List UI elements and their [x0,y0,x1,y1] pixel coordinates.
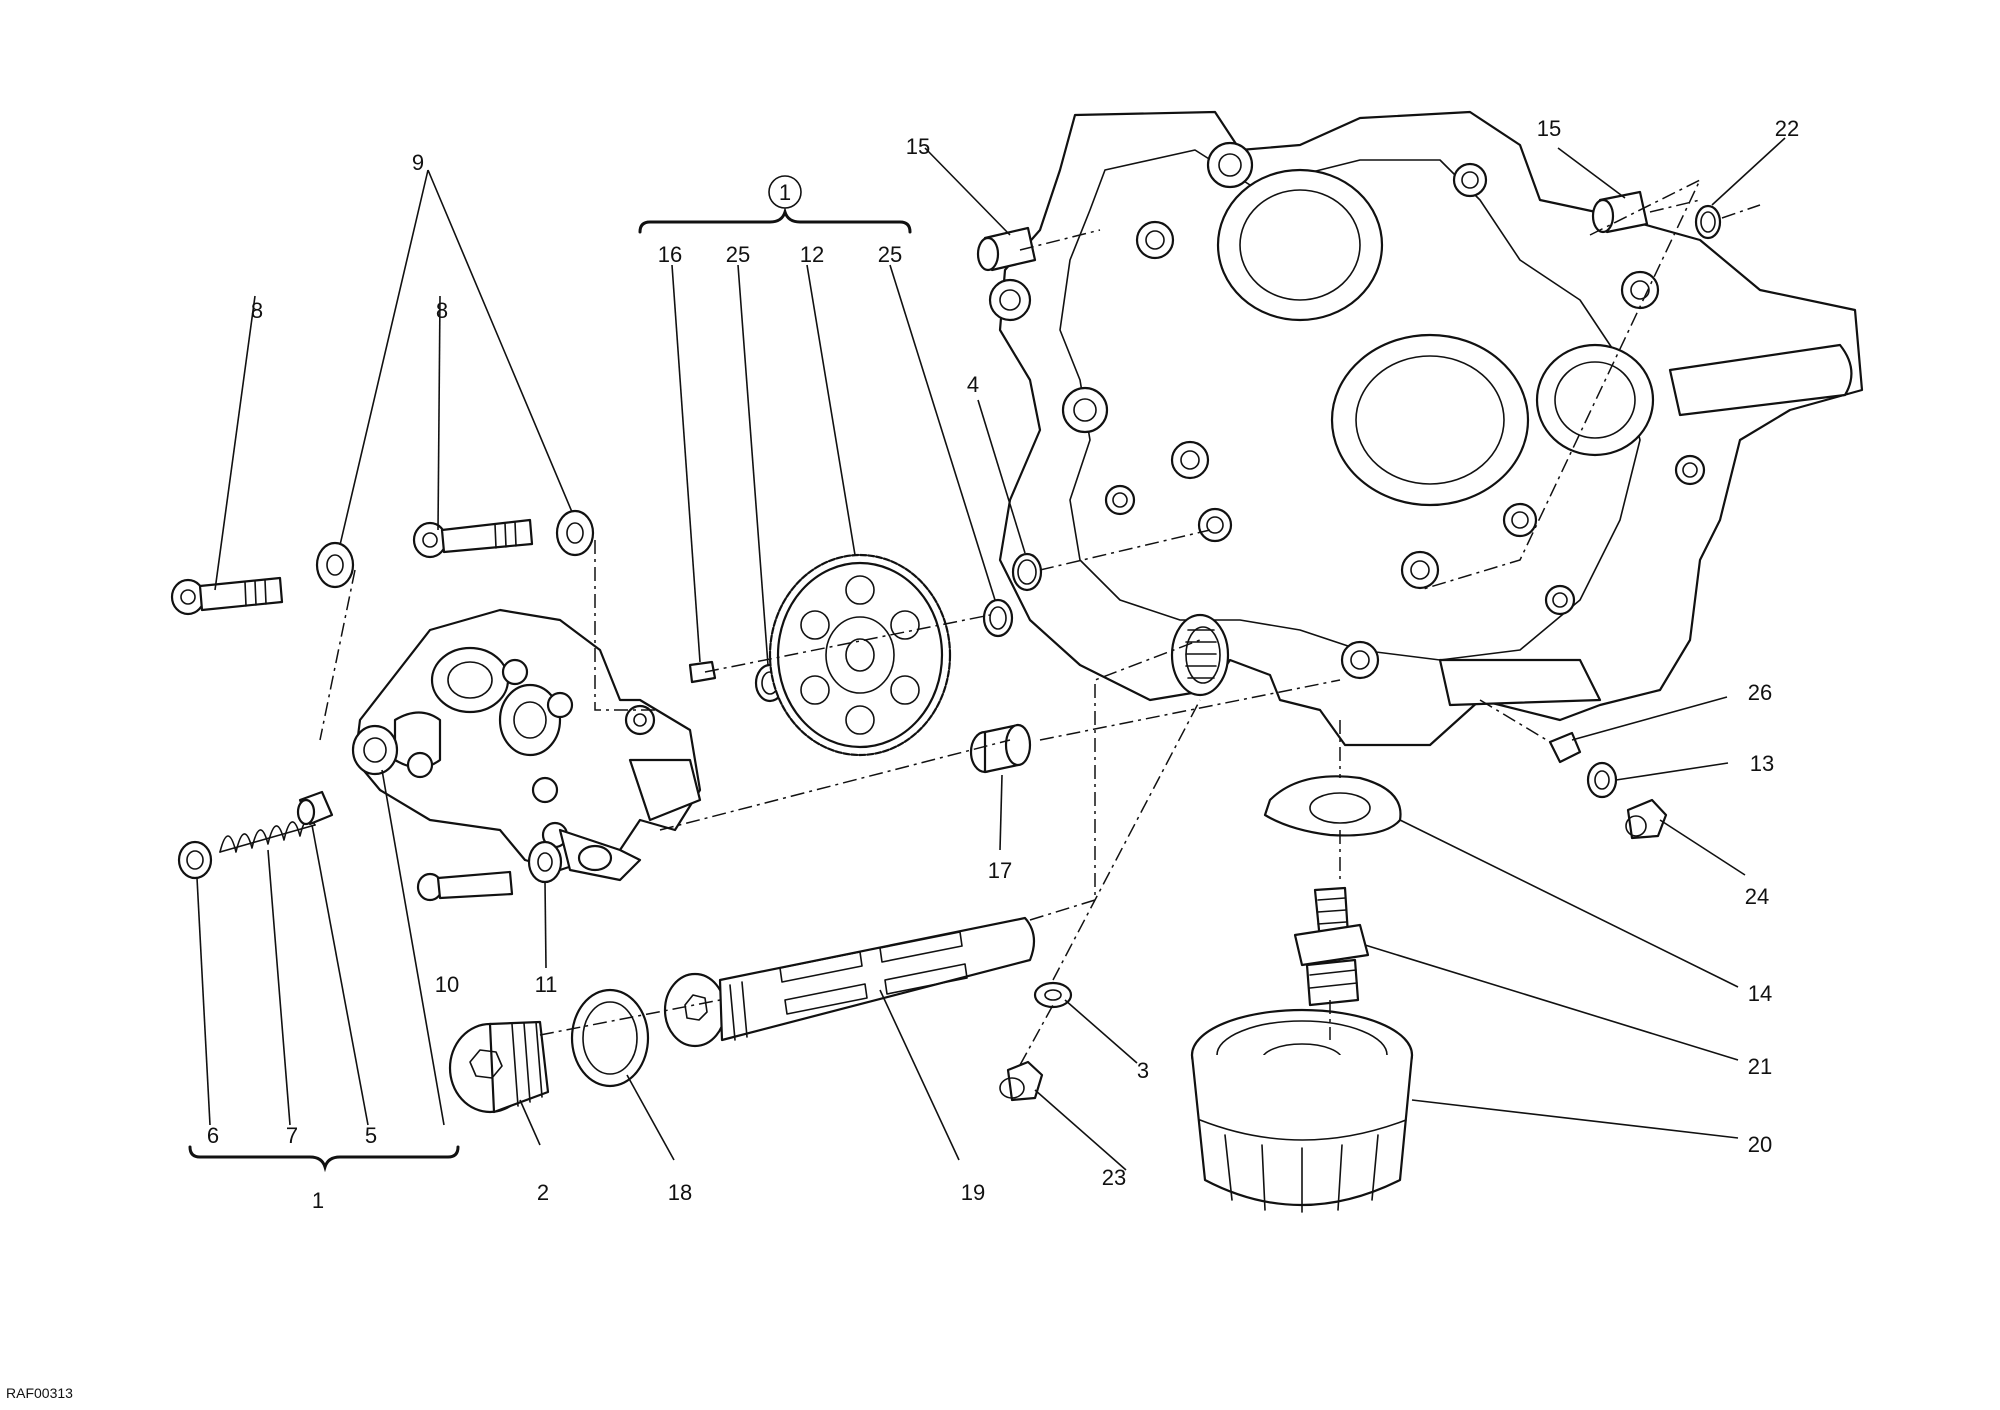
drawing-reference-code: RAF00313 [6,1385,73,1401]
callout-labels: 1 2 3 4 5 6 7 8 8 9 10 11 12 13 14 15 15… [207,116,1799,1213]
kit-marker-circle [768,175,802,209]
callout-10: 10 [435,972,459,997]
assembly-lines [319,178,1761,1066]
callout-23: 23 [1102,1165,1126,1190]
oil-filter [1190,1008,1414,1213]
callout-22: 22 [1775,116,1799,141]
callout-9: 9 [412,150,424,175]
drain-plug [448,1020,550,1114]
relief-valve-plunger [296,790,334,826]
callout-19: 19 [961,1180,985,1205]
relief-valve-spring [219,818,316,853]
callout-24: 24 [1745,884,1769,909]
lower-pump-washer [527,840,563,884]
kit-bracket: 1 [638,175,912,234]
banjo-screw [1625,798,1668,840]
pump-washer-left [315,541,355,589]
callout-12: 12 [800,242,824,267]
callout-20: 20 [1748,1132,1772,1157]
drain-plug-seal [570,988,650,1088]
callout-13: 13 [1750,751,1774,776]
filter-gasket [1263,775,1402,837]
callout-3: 3 [1137,1058,1149,1083]
plug-washer [1586,761,1618,799]
plug-screw [999,1060,1044,1102]
dowel-left [976,226,1037,272]
callout-16: 16 [658,242,682,267]
filter-nipple [1293,886,1370,1007]
kit-marker-label: 1 [779,180,791,205]
dowel-right [1591,190,1649,234]
pump-assembly-bracket [188,1145,460,1173]
pump-washer-right [555,509,595,557]
callout-18: 18 [668,1180,692,1205]
callout-21: 21 [1748,1054,1772,1079]
crankcase-half [988,110,1864,747]
callout-25-left: 25 [726,242,750,267]
callout-2: 2 [537,1180,549,1205]
pump-bolt-left [170,576,284,616]
sealing-washer [1033,981,1073,1009]
callout-6: 6 [207,1123,219,1148]
relief-valve-cap [177,840,213,880]
callout-26: 26 [1748,680,1772,705]
callout-1: 1 [312,1188,324,1213]
callout-8-left: 8 [251,298,263,323]
callout-14: 14 [1748,981,1772,1006]
jet-plug [1548,731,1582,764]
callout-5: 5 [365,1123,377,1148]
oring-crankcase [1011,552,1043,592]
gear-drive-key [688,660,717,684]
pump-bushing [969,723,1032,774]
callout-7: 7 [286,1123,298,1148]
pump-bolt-right [412,518,534,559]
oring-top-right [1694,204,1722,240]
callout-15-left: 15 [906,134,930,159]
leader-lines [196,137,1786,1171]
callout-25-right: 25 [878,242,902,267]
callout-11: 11 [535,972,558,997]
oil-pump-body [351,608,702,882]
callout-15-right: 15 [1537,116,1561,141]
lower-pump-bolt [416,870,514,902]
gear-circlip-right [982,598,1014,638]
callout-8-right: 8 [436,298,448,323]
callout-17: 17 [988,858,1012,883]
oil-strainer [663,916,1036,1048]
pump-drive-gear [768,553,952,757]
callout-4: 4 [967,372,979,397]
